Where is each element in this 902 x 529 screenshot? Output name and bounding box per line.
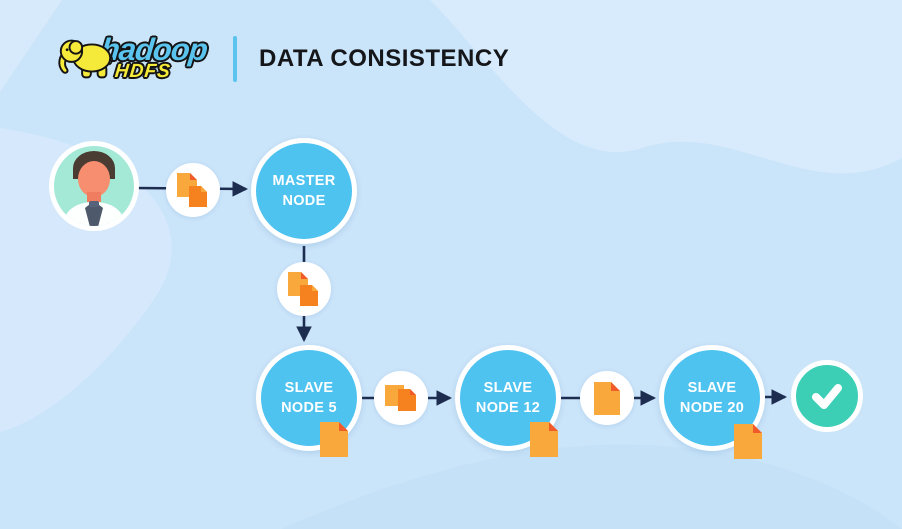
document-icon bbox=[594, 381, 620, 415]
document-icon bbox=[530, 422, 558, 457]
client-user-avatar bbox=[49, 141, 139, 231]
document-icon bbox=[734, 424, 762, 459]
documents-transfer-3 bbox=[374, 371, 428, 425]
documents-copy-icon bbox=[385, 385, 416, 411]
master-node: MASTER NODE bbox=[251, 138, 357, 244]
documents-copy-icon bbox=[177, 173, 207, 207]
checkmark-icon bbox=[812, 384, 842, 409]
documents-transfer-2 bbox=[277, 262, 331, 316]
user-icon bbox=[61, 151, 127, 226]
hadoop-elephant-icon bbox=[58, 39, 113, 79]
slave-node-20: SLAVE NODE 20 bbox=[659, 345, 765, 451]
brand-sub-name: HDFS bbox=[113, 61, 172, 82]
document-icon bbox=[320, 422, 348, 457]
slave-node-20-label: SLAVE NODE 20 bbox=[679, 379, 745, 416]
documents-copy-icon bbox=[288, 272, 318, 306]
slave-node-12-label: SLAVE NODE 12 bbox=[475, 379, 541, 416]
documents-transfer-1 bbox=[166, 163, 220, 217]
document-transfer-4 bbox=[580, 371, 634, 425]
page-title: DATA CONSISTENCY bbox=[259, 45, 510, 72]
header: hadoop HDFS DATA CONSISTENCY bbox=[55, 32, 510, 84]
slave-node-5-label: SLAVE NODE 5 bbox=[281, 379, 337, 416]
header-divider bbox=[233, 36, 237, 82]
hadoop-hdfs-logo: hadoop HDFS bbox=[55, 32, 213, 84]
success-indicator bbox=[791, 360, 863, 432]
master-node-label: MASTER NODE bbox=[272, 172, 336, 209]
